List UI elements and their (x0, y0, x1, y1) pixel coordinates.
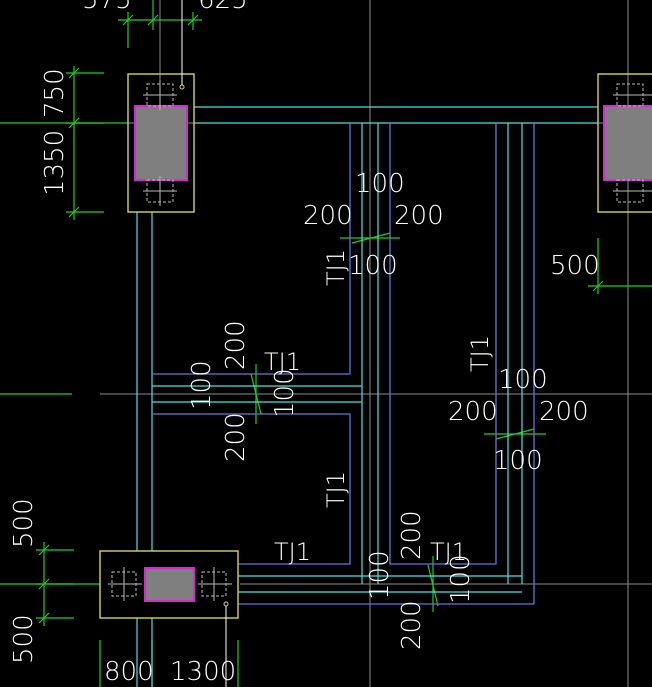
pile-cap-outline (127, 73, 195, 213)
dim-horizontal-footing-lower: 200 (221, 412, 251, 462)
column (144, 567, 195, 602)
dim-upper-strip-ticks (351, 232, 391, 244)
dim-footing-center-offset-b: 100 (348, 251, 398, 281)
column (603, 105, 652, 181)
pile-cap-outline (99, 550, 239, 619)
dim-top-tick-2 (147, 14, 159, 26)
dim-right-footing-left-width: 200 (448, 397, 498, 427)
footing-labels: TJ1 TJ1 TJ1 TJ1 TJ1 TJ1 (264, 249, 494, 566)
strip-footings[interactable] (152, 123, 535, 605)
cap-marker (179, 84, 185, 90)
dim-cap2-tick-3 (38, 612, 50, 624)
tj1-label-bottom-left: TJ1 (274, 538, 311, 566)
dim-cap1-tick-3 (68, 206, 80, 218)
column (134, 105, 188, 181)
dim-cap2-tick-2 (38, 578, 50, 590)
dim-top-right-partial: 625 (198, 0, 248, 15)
tj1-label-bottom-right: TJ1 (430, 538, 467, 566)
dim-cap1-lower: 1350 (40, 130, 70, 196)
pile-cap-upper-left[interactable] (127, 0, 195, 213)
dim-footing-right-width: 200 (394, 201, 444, 231)
dimension-texts: 575 625 750 1350 100 200 200 100 500 200… (9, 0, 600, 687)
pile-symbol (143, 80, 177, 206)
dim-right-footing-center-a: 100 (498, 365, 548, 395)
dim-bottom-strip-ticks (427, 564, 439, 607)
dim-cap2-upper: 500 (9, 498, 39, 548)
dim-footing-left-width: 200 (303, 201, 353, 231)
dim-cap1-tick-1 (68, 67, 80, 79)
pile-symbol (613, 83, 652, 203)
tj1-label-vertical-lower: TJ1 (322, 471, 350, 508)
dim-bottom-footing-lower: 200 (397, 600, 427, 650)
dim-bottom-footing-upper: 200 (397, 510, 427, 560)
dim-top-left-partial: 575 (82, 0, 132, 15)
dim-footing-center-offset-a: 100 (355, 169, 405, 199)
dim-bottom-center-a: 100 (365, 550, 395, 600)
dim-bottom-right: 1300 (170, 657, 236, 687)
strip-footing-center-left-lower[interactable] (152, 413, 351, 565)
pile-symbol (108, 567, 232, 601)
pile-cap-upper-right[interactable] (597, 73, 652, 213)
dim-horizontal-center-a: 100 (187, 360, 217, 410)
dim-cap2-tick-1 (38, 544, 50, 556)
tj1-label-horizontal-left: TJ1 (264, 348, 301, 376)
dim-horizontal-strip-ticks (250, 373, 262, 415)
dim-right-strip-ticks (495, 428, 535, 440)
dim-bottom-center-b: 100 (446, 554, 476, 604)
dim-right-side-offset: 500 (550, 251, 600, 281)
dim-right-tick (592, 280, 604, 292)
pile-cap-lower-left[interactable] (99, 550, 239, 687)
dim-cap1-tick-2 (68, 117, 80, 129)
dim-horizontal-center-b: 100 (270, 368, 300, 418)
pile-cap-outline (597, 73, 652, 213)
tj1-label-vertical-right: TJ1 (466, 335, 494, 372)
dim-right-footing-right-width: 200 (539, 397, 589, 427)
dim-cap1-upper: 750 (40, 68, 70, 118)
dim-horizontal-footing-upper: 200 (221, 320, 251, 370)
dim-top-tick-3 (187, 14, 199, 26)
wall-lines (136, 106, 598, 687)
strip-footing-center-right[interactable] (389, 123, 497, 565)
dim-top-tick-1 (122, 14, 134, 26)
cap-marker (223, 601, 229, 607)
dim-cap2-lower: 500 (9, 614, 39, 664)
strip-footing-center-left[interactable] (152, 123, 351, 375)
tj1-label-vertical-upper: TJ1 (322, 249, 350, 286)
dim-bottom-left: 800 (104, 657, 154, 687)
dim-right-footing-center-b: 100 (493, 446, 543, 476)
